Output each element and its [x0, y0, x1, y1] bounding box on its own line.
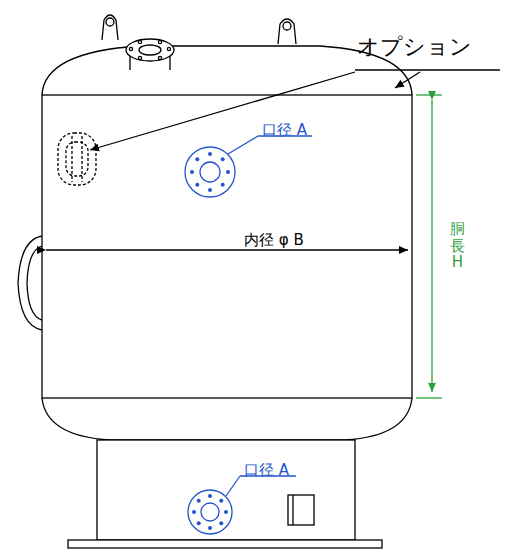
bolt-hole — [208, 188, 212, 192]
bolt-hole — [224, 510, 228, 514]
bolt-hole — [195, 183, 199, 187]
bolt-hole — [221, 157, 225, 161]
shell-length-label: 胴長 H — [450, 221, 465, 271]
bolt-hole — [190, 170, 194, 174]
option-label: オプション — [357, 32, 472, 62]
bolt-hole — [208, 526, 212, 530]
inner-diameter-label: 内径 φ B — [244, 231, 304, 250]
bolt-hole — [226, 170, 230, 174]
bolt-hole — [197, 521, 201, 525]
bolt-hole — [219, 499, 223, 503]
bolt-hole — [219, 521, 223, 525]
bolt-hole — [195, 157, 199, 161]
bolt-hole — [208, 494, 212, 498]
bolt-hole — [221, 183, 225, 187]
nozzle-size-label: 口径 A — [262, 121, 307, 140]
bolt-hole — [192, 510, 196, 514]
bolt-hole — [197, 499, 201, 503]
bolt-hole — [208, 152, 212, 156]
nozzle-size-label: 口径 A — [244, 461, 289, 480]
